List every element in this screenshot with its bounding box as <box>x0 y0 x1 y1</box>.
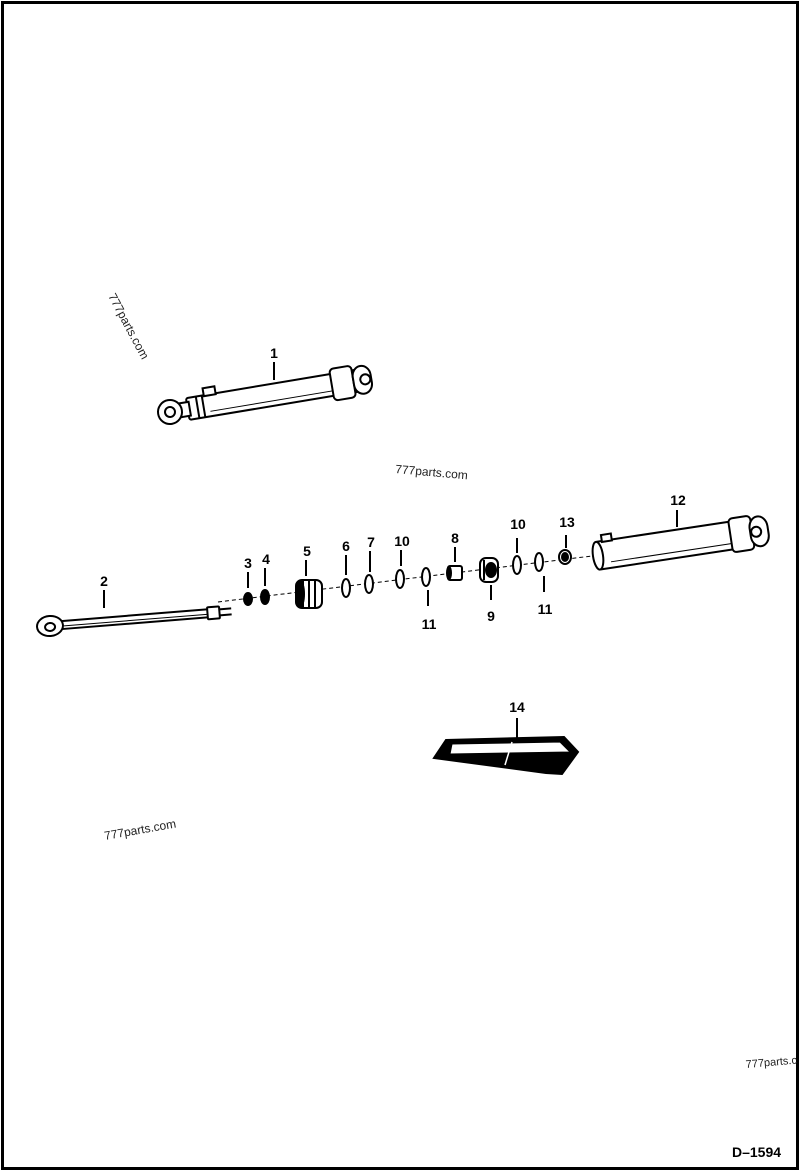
callout-9: 9 <box>487 608 495 624</box>
assembly-axis <box>217 554 601 603</box>
callout-7: 7 <box>367 534 375 550</box>
part-13-nut <box>558 549 572 565</box>
leader-lines <box>103 362 678 738</box>
watermark-lower-left: 777parts.com <box>103 817 177 843</box>
callout-10-right: 10 <box>510 516 526 532</box>
rod-drawing <box>36 605 232 638</box>
callout-8: 8 <box>451 530 459 546</box>
callout-6: 6 <box>342 538 350 554</box>
seal-parts <box>243 549 572 609</box>
part-10-ring-right <box>512 555 522 575</box>
callout-11-right: 11 <box>538 601 553 617</box>
cylinder-assembly-drawing <box>157 364 374 425</box>
callout-3: 3 <box>244 555 252 571</box>
barrel-drawing <box>591 515 770 571</box>
callout-2: 2 <box>100 573 108 589</box>
part-5-piston <box>295 579 323 609</box>
part-11-ring-right <box>534 552 544 572</box>
callout-12: 12 <box>670 492 686 508</box>
callout-4: 4 <box>262 551 270 567</box>
callout-labels: 1 2 3 4 5 6 7 10 8 10 13 12 11 9 11 14 <box>100 345 686 715</box>
callout-11-left: 11 <box>422 616 437 632</box>
callout-10-left: 10 <box>394 533 410 549</box>
callout-13: 13 <box>559 514 575 530</box>
callout-5: 5 <box>303 543 311 559</box>
watermark-right-edge: 777parts.c <box>745 1055 798 1071</box>
callout-14: 14 <box>509 699 525 715</box>
part-3-ring <box>243 592 253 606</box>
watermark-rotated: 777parts.com <box>105 291 151 362</box>
part-10-ring-left <box>395 569 405 589</box>
part-6-ring <box>341 578 351 598</box>
callout-1: 1 <box>270 345 278 361</box>
watermark-center: 777parts.com <box>395 462 469 482</box>
document-id: D–1594 <box>732 1144 781 1160</box>
part-7-ring <box>364 574 374 594</box>
part-14-kit <box>432 735 580 776</box>
part-4-ring <box>260 589 270 605</box>
part-8-spacer <box>446 565 463 581</box>
part-11-ring-left <box>421 567 431 587</box>
part-9-gland <box>479 557 499 583</box>
